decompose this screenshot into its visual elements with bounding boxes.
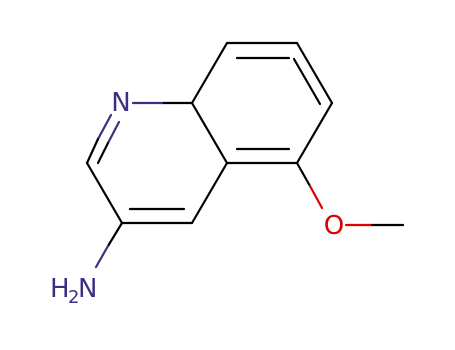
bond <box>295 101 334 165</box>
bond <box>190 41 229 105</box>
atom-label-ring-nitrogen: N <box>111 88 130 118</box>
bond <box>295 161 312 188</box>
bond <box>295 41 334 105</box>
atom-label-oxygen: O <box>324 211 344 241</box>
bond <box>106 221 124 248</box>
bond <box>308 184 324 210</box>
bond <box>190 101 229 165</box>
atom-label-amine-hydrogen: H <box>50 274 70 304</box>
bond <box>190 161 229 225</box>
bond <box>94 244 110 269</box>
atom-label-amine-subscript: 2 <box>68 287 79 308</box>
bond-double-inner <box>106 120 121 145</box>
atom-label-amine-nitrogen: N <box>78 274 97 304</box>
bond <box>85 137 100 165</box>
bond <box>96 113 113 141</box>
bond-double-inner <box>292 57 322 106</box>
bond-double-inner <box>96 141 110 165</box>
bond <box>85 161 124 225</box>
